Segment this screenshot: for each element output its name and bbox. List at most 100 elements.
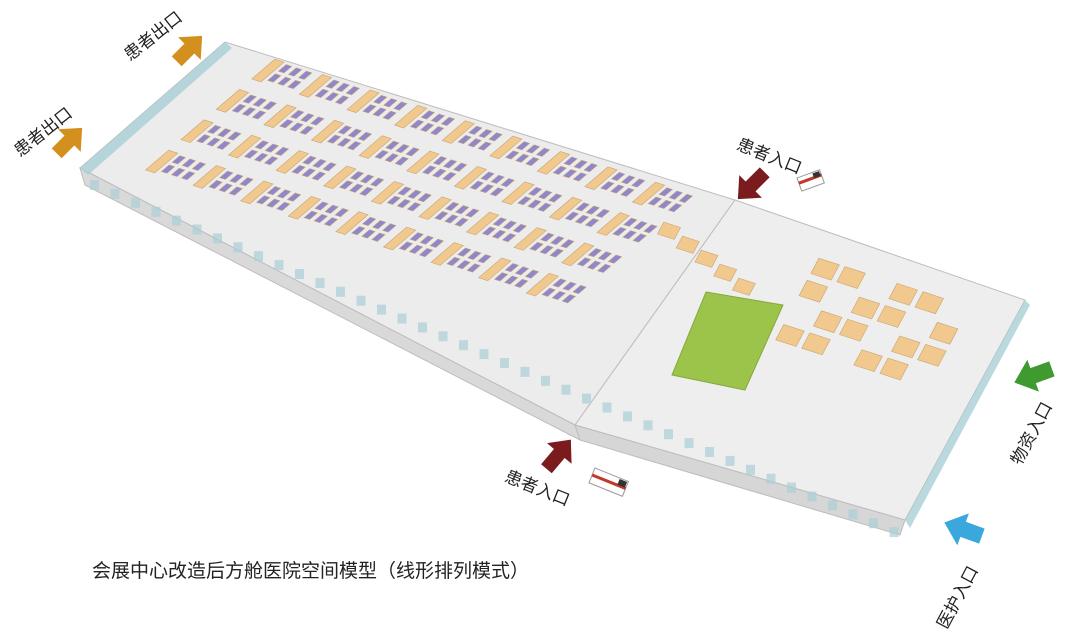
service-room [879,357,909,381]
bed [408,244,424,254]
facade-window [131,197,140,208]
bed [647,196,663,206]
bed [595,208,611,218]
facade-window [766,473,776,484]
bed [303,210,318,220]
partition-wall [275,150,309,174]
bed [440,116,456,126]
partition-wall [382,226,417,251]
partition-wall [144,149,179,174]
facade-window [623,411,632,422]
bed [419,235,434,245]
bed [667,203,683,213]
bed [444,201,460,211]
partition-wall [358,135,392,159]
partition-wall [406,150,440,175]
bed [430,113,446,123]
bed [357,131,373,141]
bed [351,226,366,236]
partition-wall [501,181,535,205]
bed [313,213,329,224]
bed [524,269,540,279]
bed [620,175,636,185]
bed [229,173,244,184]
bed [252,97,267,107]
service-room [850,296,881,320]
service-room [888,283,918,306]
partition-wall [240,180,274,205]
bed [324,92,340,102]
bed [442,159,458,169]
bed [206,137,221,147]
bed [572,284,587,295]
facade-window [90,180,99,190]
bed [335,82,350,92]
facade-window [500,358,509,368]
bed [452,162,468,172]
bed [397,186,412,196]
bed [384,153,399,163]
bed [552,278,567,288]
facade-window [602,402,612,413]
bed [550,235,565,246]
bed [299,125,314,135]
bed [562,281,577,291]
bed [527,199,542,209]
partition-wall [418,196,452,220]
bed [407,189,422,199]
bed [196,134,211,144]
bed [326,134,342,144]
bed [362,104,377,114]
bed [393,101,408,111]
service-room [801,332,831,356]
bed [300,113,315,123]
bed [312,159,327,169]
partition-wall [631,181,666,206]
service-room [775,324,805,347]
bed [478,129,493,139]
facade-window [664,429,673,440]
bed [561,294,576,304]
bed [607,254,623,264]
partition-wall [215,89,250,113]
partition-wall [489,135,523,160]
bed [537,202,552,212]
partition-wall [335,211,369,235]
support-room [731,277,756,296]
bed [239,177,254,187]
support-room [657,221,681,240]
partition-wall [430,242,464,266]
bed [277,76,292,86]
bed [208,179,223,190]
service-room [839,318,869,342]
bed [573,159,588,169]
partition-wall [287,196,322,220]
ambulance-top [796,169,825,192]
patient-entrance-arrow-bottom [541,439,572,474]
bed [266,186,282,196]
bed [467,138,482,148]
bed [264,143,280,153]
courtyard-lawn [671,291,784,391]
support-room [694,249,719,268]
bed [218,183,233,193]
bed [276,201,291,211]
bed [563,156,578,166]
bed [576,257,592,267]
bed [361,229,376,239]
bed [481,226,497,236]
facade-window [520,366,530,377]
bed [457,135,472,145]
facade-window [725,455,735,466]
bed [584,218,600,228]
bed [359,186,374,196]
bed [623,217,638,227]
facade-window [254,251,263,262]
bed [620,187,635,197]
partition-wall [251,58,285,83]
bed [504,263,520,273]
partition-wall [441,120,475,144]
bed [480,171,495,181]
bed [525,144,541,154]
